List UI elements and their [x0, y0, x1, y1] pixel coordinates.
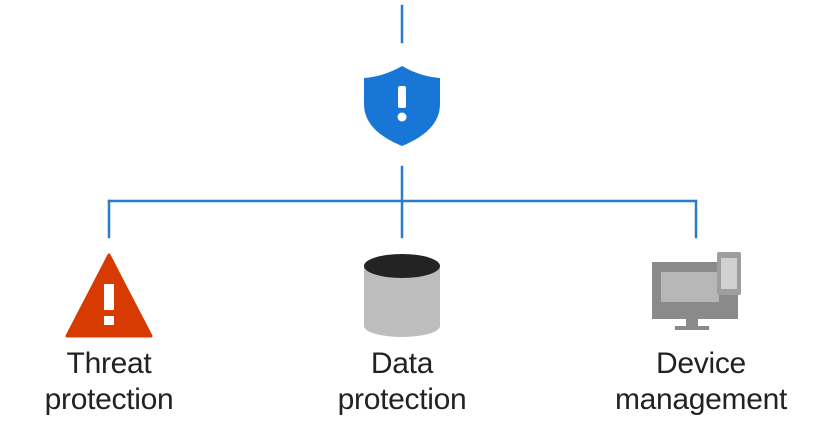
data-label-line1: Data	[370, 347, 434, 380]
data-label-line2: protection	[337, 383, 467, 416]
threat-protection-label: Threat protection	[34, 346, 184, 418]
devices-icon	[652, 252, 741, 330]
shield-exclamation-icon	[364, 66, 440, 146]
monitor-base	[675, 326, 709, 330]
device-label-line2: management	[614, 383, 788, 416]
warning-triangle-icon	[65, 253, 153, 338]
threat-label-line1: Threat	[66, 347, 152, 380]
monitor-stand	[686, 319, 698, 327]
database-icon	[364, 254, 440, 337]
device-management-label: Device management	[606, 346, 796, 418]
tablet-screen	[721, 258, 737, 289]
monitor-screen	[661, 272, 719, 302]
data-protection-label: Data protection	[327, 346, 477, 418]
threat-label-line2: protection	[44, 383, 174, 416]
device-label-line1: Device	[656, 347, 746, 380]
connector-lines	[107, 4, 698, 239]
